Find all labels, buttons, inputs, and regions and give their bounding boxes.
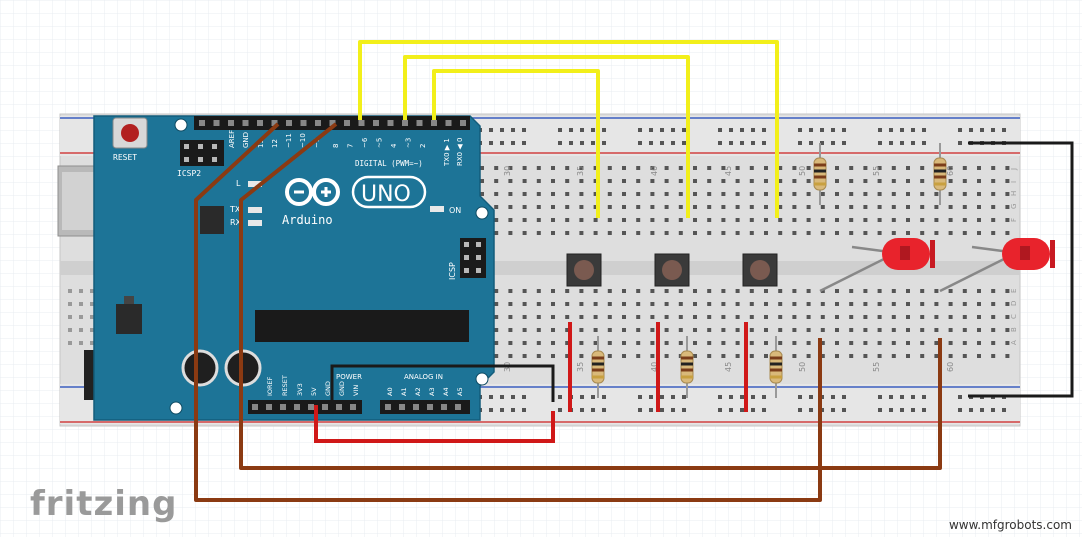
column-number: 45	[724, 362, 733, 372]
row-letter: G	[1010, 204, 1018, 209]
ioref-label: IOREF	[266, 376, 274, 396]
digital-pin-label: 7	[347, 144, 355, 148]
5v-label: 5V	[310, 387, 318, 396]
digital-pin-label: ~9	[313, 138, 321, 148]
row-letter: D	[1010, 301, 1018, 306]
icsp-label: ICSP	[448, 262, 457, 280]
tx-label: TX	[229, 205, 241, 214]
gnd1-label: GND	[324, 381, 332, 396]
digital-pin-label: ~10	[299, 133, 307, 148]
tx0-label: TX0 ▶ 1	[443, 138, 451, 167]
3v3-label: 3V3	[296, 383, 304, 396]
yellow-wire	[432, 69, 600, 218]
analog-header	[380, 400, 470, 414]
resistor	[591, 336, 605, 398]
row-letter: H	[1010, 191, 1018, 196]
column-number: 55	[872, 362, 881, 372]
digital-pin-label: ~11	[285, 133, 293, 148]
power-label: POWER	[336, 373, 362, 381]
resistor	[680, 336, 694, 398]
analog-in-label: ANALOG IN	[404, 373, 443, 381]
l-label: L	[236, 179, 241, 188]
black-wire-gnd	[330, 364, 555, 405]
gnd-top-label: GND	[242, 132, 250, 148]
row-letter: B	[1010, 327, 1018, 332]
column-number: 35	[576, 166, 585, 176]
brown-wire	[194, 122, 822, 502]
digital-pin-label: 13	[257, 139, 265, 148]
a2-label: A2	[414, 387, 422, 396]
arduino-logo: UNO Arduino	[282, 175, 427, 227]
a4-label: A4	[442, 387, 450, 396]
a0-label: A0	[386, 387, 394, 396]
digital-pin-label: 8	[332, 144, 340, 148]
watermark: www.mfgrobots.com	[948, 518, 1072, 532]
push-button	[742, 253, 778, 287]
column-number: 40	[650, 362, 659, 372]
gnd2-label: GND	[338, 381, 346, 396]
power-header	[248, 400, 362, 414]
yellow-wire	[403, 55, 690, 218]
rx-label: RX	[230, 218, 242, 227]
digital-pin-label: ~6	[361, 137, 369, 148]
on-label: ON	[449, 206, 461, 215]
column-number: 35	[576, 362, 585, 372]
arduino-label: Arduino	[282, 213, 333, 227]
fritzing-logo: fritzing	[30, 484, 178, 524]
column-number: 50	[798, 166, 807, 176]
row-letter: A	[1010, 340, 1018, 345]
atmega-chip	[255, 310, 469, 342]
column-number: 40	[650, 166, 659, 176]
row-letter: I	[1010, 181, 1018, 183]
row-letter: E	[1010, 289, 1018, 293]
a5-label: A5	[456, 387, 464, 396]
column-number: 45	[724, 166, 733, 176]
vin-label: VIN	[352, 385, 360, 396]
digital-pin-label: ~5	[376, 138, 384, 148]
resistor	[813, 143, 827, 205]
a3-label: A3	[428, 387, 436, 396]
digital-pin-label: 12	[271, 139, 279, 148]
column-number: 60	[946, 362, 955, 372]
push-button	[654, 253, 690, 287]
resistor	[933, 143, 947, 205]
reset-pin-label: RESET	[281, 375, 289, 396]
digital-pin-label: ~3	[405, 138, 413, 148]
black-wire-rail	[968, 141, 1074, 398]
aref-label: AREF	[228, 130, 236, 148]
row-letter: C	[1010, 314, 1018, 319]
icsp2-label: ICSP2	[177, 169, 201, 178]
push-button	[566, 253, 602, 287]
uno-label: UNO	[361, 182, 411, 207]
reset-label: RESET	[113, 153, 137, 162]
yellow-wire	[358, 40, 779, 218]
column-number: 60	[946, 166, 955, 176]
digital-pin-label: 2	[419, 144, 427, 148]
column-number: 30	[503, 166, 512, 176]
rx0-label: RX0 ◀ 0	[456, 138, 464, 166]
column-number: 55	[872, 166, 881, 176]
red-led	[882, 238, 935, 270]
column-number: 50	[798, 362, 807, 372]
resistor	[769, 336, 783, 398]
row-letter: J	[1010, 168, 1018, 171]
brown-wire	[239, 122, 942, 470]
a1-label: A1	[400, 387, 408, 396]
red-led	[1002, 238, 1055, 270]
row-letter: F	[1010, 218, 1018, 222]
digital-pin-label: 4	[390, 143, 398, 148]
digital-label: DIGITAL (PWM=~)	[355, 159, 423, 168]
red-wire-5v	[314, 405, 555, 443]
breadboard-row-letters: J I H G F E D C B A	[1010, 168, 1018, 345]
